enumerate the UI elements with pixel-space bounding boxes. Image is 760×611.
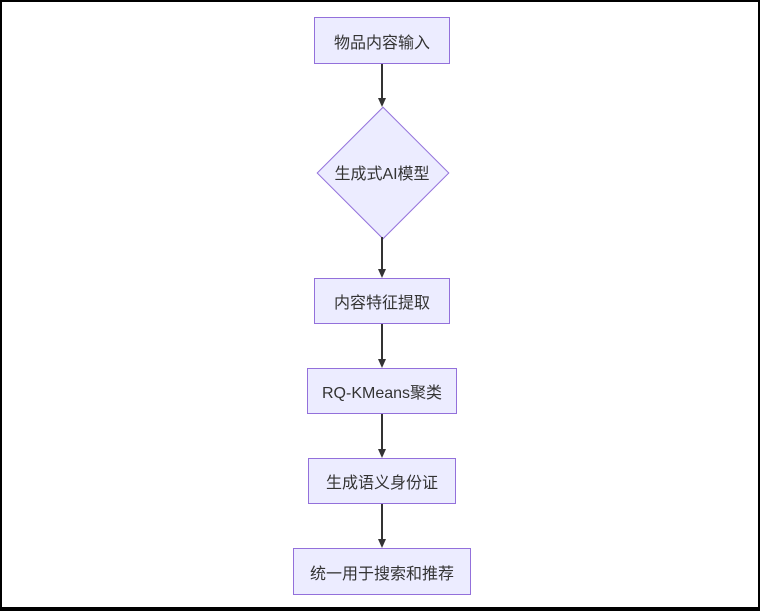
edge-line	[381, 237, 383, 269]
node-label: RQ-KMeans聚类	[321, 385, 443, 402]
edge-line	[381, 504, 383, 539]
node-label: 统一用于搜索和推荐	[309, 565, 454, 583]
arrowhead-icon	[378, 539, 386, 548]
node-label: 物品内容输入	[333, 34, 430, 52]
node-label: 内容特征提取	[333, 295, 430, 312]
node-generate-semantic-id: 生成语义身份证	[308, 458, 456, 504]
node-generative-ai-model: 生成式AI模型	[316, 106, 450, 240]
node-rq-kmeans-clustering: RQ-KMeans聚类	[307, 368, 457, 414]
node-item-content-input: 物品内容输入	[314, 17, 450, 64]
edge-line	[381, 64, 383, 98]
edge-arrow-2	[377, 237, 387, 278]
node-label: 生成语义身份证	[325, 475, 438, 492]
arrowhead-icon	[378, 359, 386, 368]
node-label: 生成式AI模型	[334, 166, 430, 183]
edge-line	[381, 414, 383, 449]
edge-arrow-3	[377, 324, 387, 368]
edge-line	[381, 324, 383, 359]
edge-arrow-1	[377, 64, 387, 107]
arrowhead-icon	[378, 98, 386, 107]
node-content-feature-extraction: 内容特征提取	[314, 278, 450, 324]
arrowhead-icon	[378, 269, 386, 278]
edge-arrow-5	[377, 504, 387, 548]
arrowhead-icon	[378, 449, 386, 458]
edge-arrow-4	[377, 414, 387, 458]
node-unified-search-and-recommendation: 统一用于搜索和推荐	[293, 548, 471, 595]
